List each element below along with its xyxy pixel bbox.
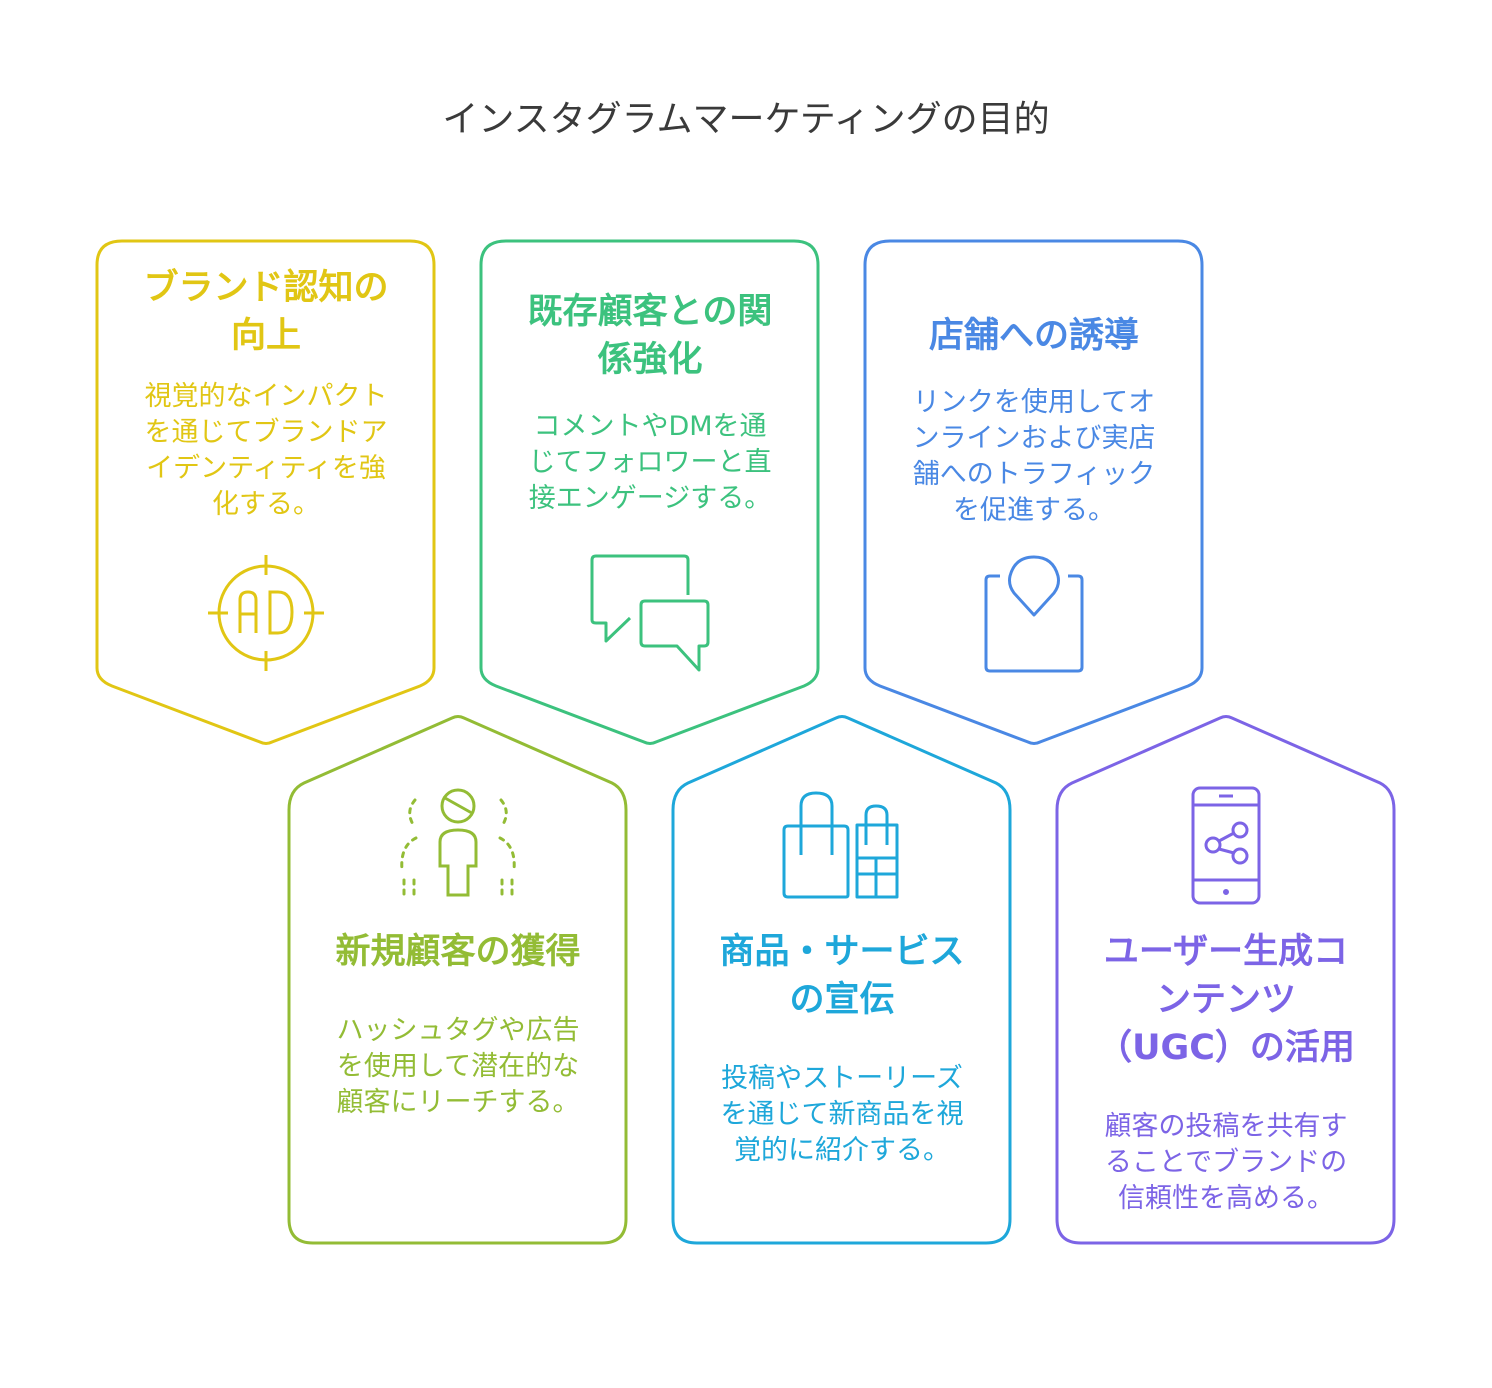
title-line: 新規顧客の獲得	[335, 932, 581, 972]
shopping-bags-icon	[782, 791, 899, 899]
card-1-outline	[95, 239, 436, 745]
card-2-outline	[479, 239, 820, 745]
card-description: コメントやDMを通じてフォロワーと直接エンゲージする。	[500, 409, 800, 517]
body-line: リンクを使用してオ	[912, 387, 1156, 418]
body-line: 接エンゲージする。	[528, 483, 772, 514]
card-3-outline	[863, 239, 1204, 745]
card-product-promotion: 商品・サービスの宣伝 投稿やストーリーズを通じて新商品を視覚的に紹介する。	[692, 928, 992, 1169]
card-description: 視覚的なインパクトを通じてブランドアイデンティティを強化する。	[116, 379, 416, 523]
card-description: リンクを使用してオンラインおよび実店舗へのトラフィックを促進する。	[884, 385, 1184, 529]
card-title: 店舗への誘導	[884, 312, 1184, 360]
title-line: ンテンツ	[1155, 980, 1296, 1020]
chat-bubbles-icon	[590, 554, 710, 672]
card-description: ハッシュタグや広告を使用して潜在的な顧客にリーチする。	[308, 1013, 608, 1121]
body-line: イデンティティを強	[146, 453, 386, 484]
card-6-outline	[1055, 715, 1396, 1245]
body-line: 顧客にリーチする。	[336, 1087, 580, 1118]
body-line: コメントやDMを通	[533, 411, 767, 442]
body-line: 舗へのトラフィック	[912, 459, 1156, 490]
body-line: 視覚的なインパクト	[144, 381, 388, 412]
card-brand-awareness: ブランド認知の向上 視覚的なインパクトを通じてブランドアイデンティティを強化する…	[116, 264, 416, 523]
card-customer-relationship: 既存顧客との関係強化 コメントやDMを通じてフォロワーと直接エンゲージする。	[500, 288, 800, 517]
card-store-traffic: 店舗への誘導 リンクを使用してオンラインおよび実店舗へのトラフィックを促進する。	[884, 312, 1184, 529]
body-line: 顧客の投稿を共有す	[1104, 1111, 1348, 1142]
ad-target-icon	[208, 555, 324, 671]
title-line: 係強化	[597, 340, 703, 380]
diagram-title: インスタグラムマーケティングの目的	[442, 99, 1050, 140]
map-location-icon	[984, 555, 1084, 673]
body-line: を促進する。	[953, 495, 1115, 526]
new-customers-icon	[400, 788, 516, 902]
body-line: を通じてブランドア	[144, 417, 388, 448]
body-line: ンラインおよび実店	[912, 423, 1156, 454]
card-title: 新規顧客の獲得	[308, 928, 608, 976]
title-line: ブランド認知の	[143, 268, 389, 308]
card-4-outline	[287, 715, 628, 1245]
body-line: 化する。	[212, 489, 320, 520]
card-description: 投稿やストーリーズを通じて新商品を視覚的に紹介する。	[692, 1061, 992, 1169]
body-line: ハッシュタグや広告	[336, 1015, 580, 1046]
body-line: ることでブランドの	[1104, 1147, 1348, 1178]
title-line: 既存顧客との関	[527, 292, 773, 332]
card-5-outline	[671, 715, 1012, 1245]
card-new-customers: 新規顧客の獲得 ハッシュタグや広告を使用して潜在的な顧客にリーチする。	[308, 928, 608, 1121]
phone-share-icon	[1191, 786, 1261, 905]
body-line: 投稿やストーリーズ	[721, 1063, 963, 1094]
card-title: ユーザー生成コンテンツ （UGC）の活用	[1076, 928, 1376, 1072]
title-line: 店舗への誘導	[928, 316, 1139, 356]
title-line: 商品・サービス	[719, 932, 965, 972]
body-line: じてフォロワーと直	[528, 447, 772, 478]
body-line: を通じて新商品を視	[720, 1099, 964, 1130]
card-title: ブランド認知の向上	[116, 264, 416, 360]
card-description: 顧客の投稿を共有することでブランドの信頼性を高める。	[1076, 1109, 1376, 1217]
body-line: を使用して潜在的な	[336, 1051, 580, 1082]
title-line: の宣伝	[789, 980, 895, 1020]
card-ugc: ユーザー生成コンテンツ （UGC）の活用 顧客の投稿を共有することでブランドの信頼…	[1076, 928, 1376, 1217]
body-line: 覚的に紹介する。	[734, 1135, 950, 1166]
card-title: 商品・サービスの宣伝	[692, 928, 992, 1024]
body-line: 信頼性を高める。	[1118, 1183, 1334, 1214]
card-title: 既存顧客との関係強化	[500, 288, 800, 384]
title-line: ユーザー生成コ	[1103, 932, 1349, 972]
title-line: 向上	[230, 316, 301, 356]
title-line: （UGC）の活用	[1097, 1028, 1355, 1068]
